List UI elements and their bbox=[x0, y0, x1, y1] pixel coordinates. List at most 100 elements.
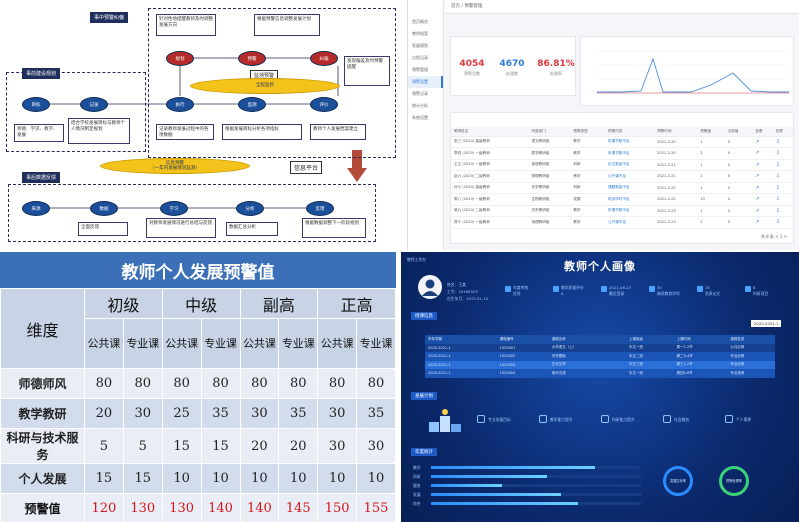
table-cell: 教学 bbox=[570, 170, 606, 183]
bar-track bbox=[431, 493, 641, 496]
value-cell: 80 bbox=[200, 368, 241, 399]
level-header: 中级 bbox=[161, 288, 241, 319]
warning-admin-panel: 首页概览教师档案发展规划过程记录预警管理预警设置预警记录统计分析系统设置 首页 … bbox=[407, 0, 799, 250]
metric-value: 发表论文 bbox=[705, 291, 721, 296]
sidebar-item[interactable]: 预警设置 bbox=[408, 76, 443, 88]
ring-handle-rate: 预警处理率 bbox=[719, 466, 749, 496]
sidebar-item[interactable]: 首页概览 bbox=[412, 19, 428, 24]
warning-value-table: 维度 初级 中级 副高 正高 公共课专业课公共课专业课公共课专业课公共课专业课 … bbox=[0, 288, 396, 522]
table-cell: 大学语文（上） bbox=[548, 343, 626, 352]
column-header: 上课班级 bbox=[625, 335, 674, 344]
view-icon[interactable]: ↗ bbox=[752, 170, 773, 183]
ring-handle-label: 预警处理率 bbox=[726, 478, 742, 483]
trend-chart-card bbox=[580, 36, 794, 106]
download-icon[interactable]: ⇩ bbox=[772, 205, 793, 217]
bar-label: 发展 bbox=[413, 492, 421, 497]
column-header: 课程性质 bbox=[727, 335, 775, 344]
table-cell: 科研 bbox=[570, 159, 606, 171]
table-cell: 中文三班 bbox=[625, 360, 674, 369]
download-icon[interactable]: ⇩ bbox=[772, 216, 793, 229]
table-cell[interactable]: 论文数量不足 bbox=[605, 159, 655, 171]
metric-label: 30 bbox=[657, 285, 662, 290]
view-icon[interactable]: ↗ bbox=[752, 193, 773, 206]
metric-label: 15 bbox=[705, 285, 710, 290]
view-icon[interactable]: ↗ bbox=[752, 182, 773, 194]
table-cell: 2 bbox=[697, 147, 725, 160]
value-cell: 80 bbox=[317, 368, 358, 399]
sidebar-item[interactable]: 统计分析 bbox=[412, 103, 428, 108]
download-icon[interactable]: ⇩ bbox=[772, 147, 793, 160]
dimension-header: 维度 bbox=[0, 288, 85, 369]
table-cell[interactable]: 听课节数不足 bbox=[605, 205, 655, 217]
view-icon[interactable]: ↗ bbox=[752, 216, 773, 229]
value-cell: 155 bbox=[356, 493, 396, 522]
table-cell: 2021-3-23 bbox=[654, 205, 698, 217]
sidebar-item[interactable]: 教师档案 bbox=[412, 31, 428, 36]
table-cell: 写作基础 bbox=[548, 352, 626, 361]
sidebar-item[interactable]: 过程记录 bbox=[412, 55, 428, 60]
column-header: 教师姓名 bbox=[451, 127, 529, 137]
plan-icon bbox=[725, 415, 733, 423]
table-cell: 教学 bbox=[570, 147, 606, 160]
section-plan: 发展计划 bbox=[411, 392, 437, 400]
sidebar-item[interactable]: 系统设置 bbox=[412, 115, 428, 120]
sub-header: 专业课 bbox=[122, 318, 163, 369]
level-header: 正高 bbox=[317, 288, 396, 319]
sidebar-item[interactable]: 预警记录 bbox=[412, 91, 428, 96]
view-icon[interactable]: ↗ bbox=[752, 159, 773, 171]
table-cell[interactable]: 公开课不足 bbox=[605, 216, 655, 229]
teacher-portrait-panel: 教师工作台 教师个人画像 姓名：王某 工号：20160523 出生年月：1972… bbox=[401, 252, 799, 522]
metric-icon bbox=[553, 286, 559, 292]
row-label: 个人发展 bbox=[0, 463, 85, 494]
pagination[interactable]: 共 8 条 < 1 > bbox=[760, 234, 787, 239]
table-cell[interactable]: 培训学时不足 bbox=[605, 193, 655, 206]
table-cell: 物理教研组 bbox=[528, 170, 571, 183]
sidebar-item[interactable]: 发展规划 bbox=[412, 43, 428, 48]
column-header: 当前值 bbox=[724, 127, 753, 137]
value-cell: 35 bbox=[356, 398, 396, 429]
table-cell[interactable]: 公开课不足 bbox=[605, 170, 655, 183]
view-icon[interactable]: ↗ bbox=[752, 205, 773, 217]
note-right-top: 根据预警信息调整发展计划 bbox=[254, 14, 320, 36]
after-stage-box bbox=[8, 184, 376, 242]
sidebar-item[interactable]: 预警管理 bbox=[412, 67, 428, 72]
metric-icon bbox=[697, 286, 703, 292]
bar-label: 教学 bbox=[413, 465, 421, 470]
oval-monitor: 全程监控 bbox=[190, 78, 340, 94]
download-icon[interactable]: ⇩ bbox=[772, 159, 793, 171]
oval-warning: 信息预警（一年内发展情况监测） bbox=[100, 158, 250, 174]
table-cell[interactable]: 课题数量不足 bbox=[605, 182, 655, 194]
table-cell: 1 bbox=[697, 159, 725, 171]
table-cell[interactable]: 听课节数不足 bbox=[605, 136, 655, 148]
download-icon[interactable]: ⇩ bbox=[772, 170, 793, 183]
download-icon[interactable]: ⇩ bbox=[772, 136, 793, 148]
level-header: 副高 bbox=[239, 288, 319, 319]
bar-fill bbox=[431, 475, 547, 478]
value-cell: 145 bbox=[278, 493, 319, 522]
table-cell: 0 bbox=[724, 136, 753, 148]
table-cell: 发展 bbox=[570, 193, 606, 206]
view-icon[interactable]: ↗ bbox=[752, 136, 773, 148]
download-icon[interactable]: ⇩ bbox=[772, 193, 793, 206]
workbench-label[interactable]: 教师工作台 bbox=[407, 257, 426, 262]
value-cell: 80 bbox=[278, 368, 319, 399]
download-icon[interactable]: ⇩ bbox=[772, 182, 793, 194]
bar-track bbox=[431, 502, 641, 505]
stat-total-value: 4054 bbox=[459, 59, 485, 69]
view-icon[interactable]: ↗ bbox=[752, 147, 773, 160]
note-before2: 结合学校发展目标与教师个人情况制定规划 bbox=[68, 118, 130, 144]
value-cell: 5 bbox=[84, 428, 124, 464]
node-monitor: 监测 bbox=[238, 97, 266, 112]
table-cell[interactable]: 听课节数不足 bbox=[605, 147, 655, 160]
table-cell: 张三 (2020) 高级教师 bbox=[451, 136, 529, 148]
row-label: 师德师风 bbox=[0, 368, 85, 399]
term-select[interactable]: 2020-2021-1 bbox=[751, 320, 782, 327]
